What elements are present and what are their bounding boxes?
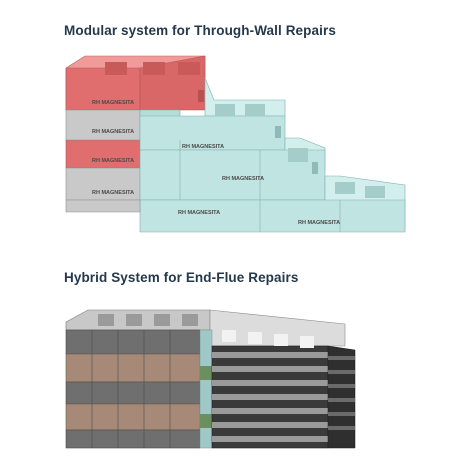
svg-text:RH MAGNESITA: RH MAGNESITA	[92, 129, 134, 135]
rh-magnesita-logo: RH MAGNESITA	[92, 158, 134, 164]
svg-text:RH MAGNESITA: RH MAGNESITA	[92, 158, 134, 164]
rh-magnesita-logo: RH MAGNESITA	[298, 220, 340, 226]
modular-block-stack	[65, 55, 406, 233]
svg-text:RH MAGNESITA: RH MAGNESITA	[92, 100, 134, 106]
rh-magnesita-logo: RH MAGNESITA	[222, 176, 264, 182]
rh-magnesita-logo: RH MAGNESITA	[182, 144, 224, 150]
rh-magnesita-logo: RH MAGNESITA	[92, 190, 134, 196]
hybrid-block-stack	[65, 309, 356, 449]
teal-course-1	[139, 77, 286, 151]
rh-magnesita-logo: RH MAGNESITA	[92, 129, 134, 135]
teal-course-2	[139, 137, 326, 210]
svg-text:RH MAGNESITA: RH MAGNESITA	[222, 176, 264, 182]
svg-text:RH MAGNESITA: RH MAGNESITA	[298, 220, 340, 226]
rh-magnesita-logo: RH MAGNESITA	[178, 210, 220, 216]
svg-text:RH MAGNESITA: RH MAGNESITA	[182, 144, 224, 150]
section-title-hybrid: Hybrid System for End-Flue Repairs	[64, 270, 299, 285]
svg-text:RH MAGNESITA: RH MAGNESITA	[92, 190, 134, 196]
rh-magnesita-logo: RH MAGNESITA	[92, 100, 134, 106]
section-title-modular: Modular system for Through-Wall Repairs	[64, 23, 336, 38]
salmon-top-course	[65, 55, 206, 111]
svg-text:RH MAGNESITA: RH MAGNESITA	[178, 210, 220, 216]
